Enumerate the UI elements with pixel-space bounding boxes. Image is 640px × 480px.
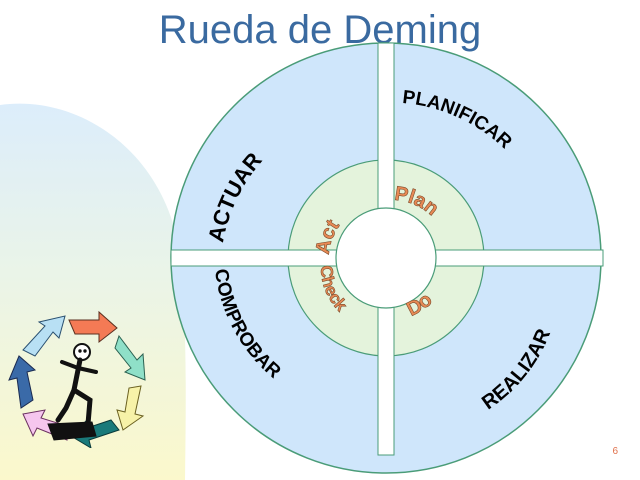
running-figure-icon [47, 343, 98, 441]
wheel-hub [335, 207, 437, 309]
page-number: 6 [612, 446, 618, 457]
cycle-arrows-icon [8, 310, 146, 448]
page-title: Rueda de Deming [158, 8, 482, 52]
